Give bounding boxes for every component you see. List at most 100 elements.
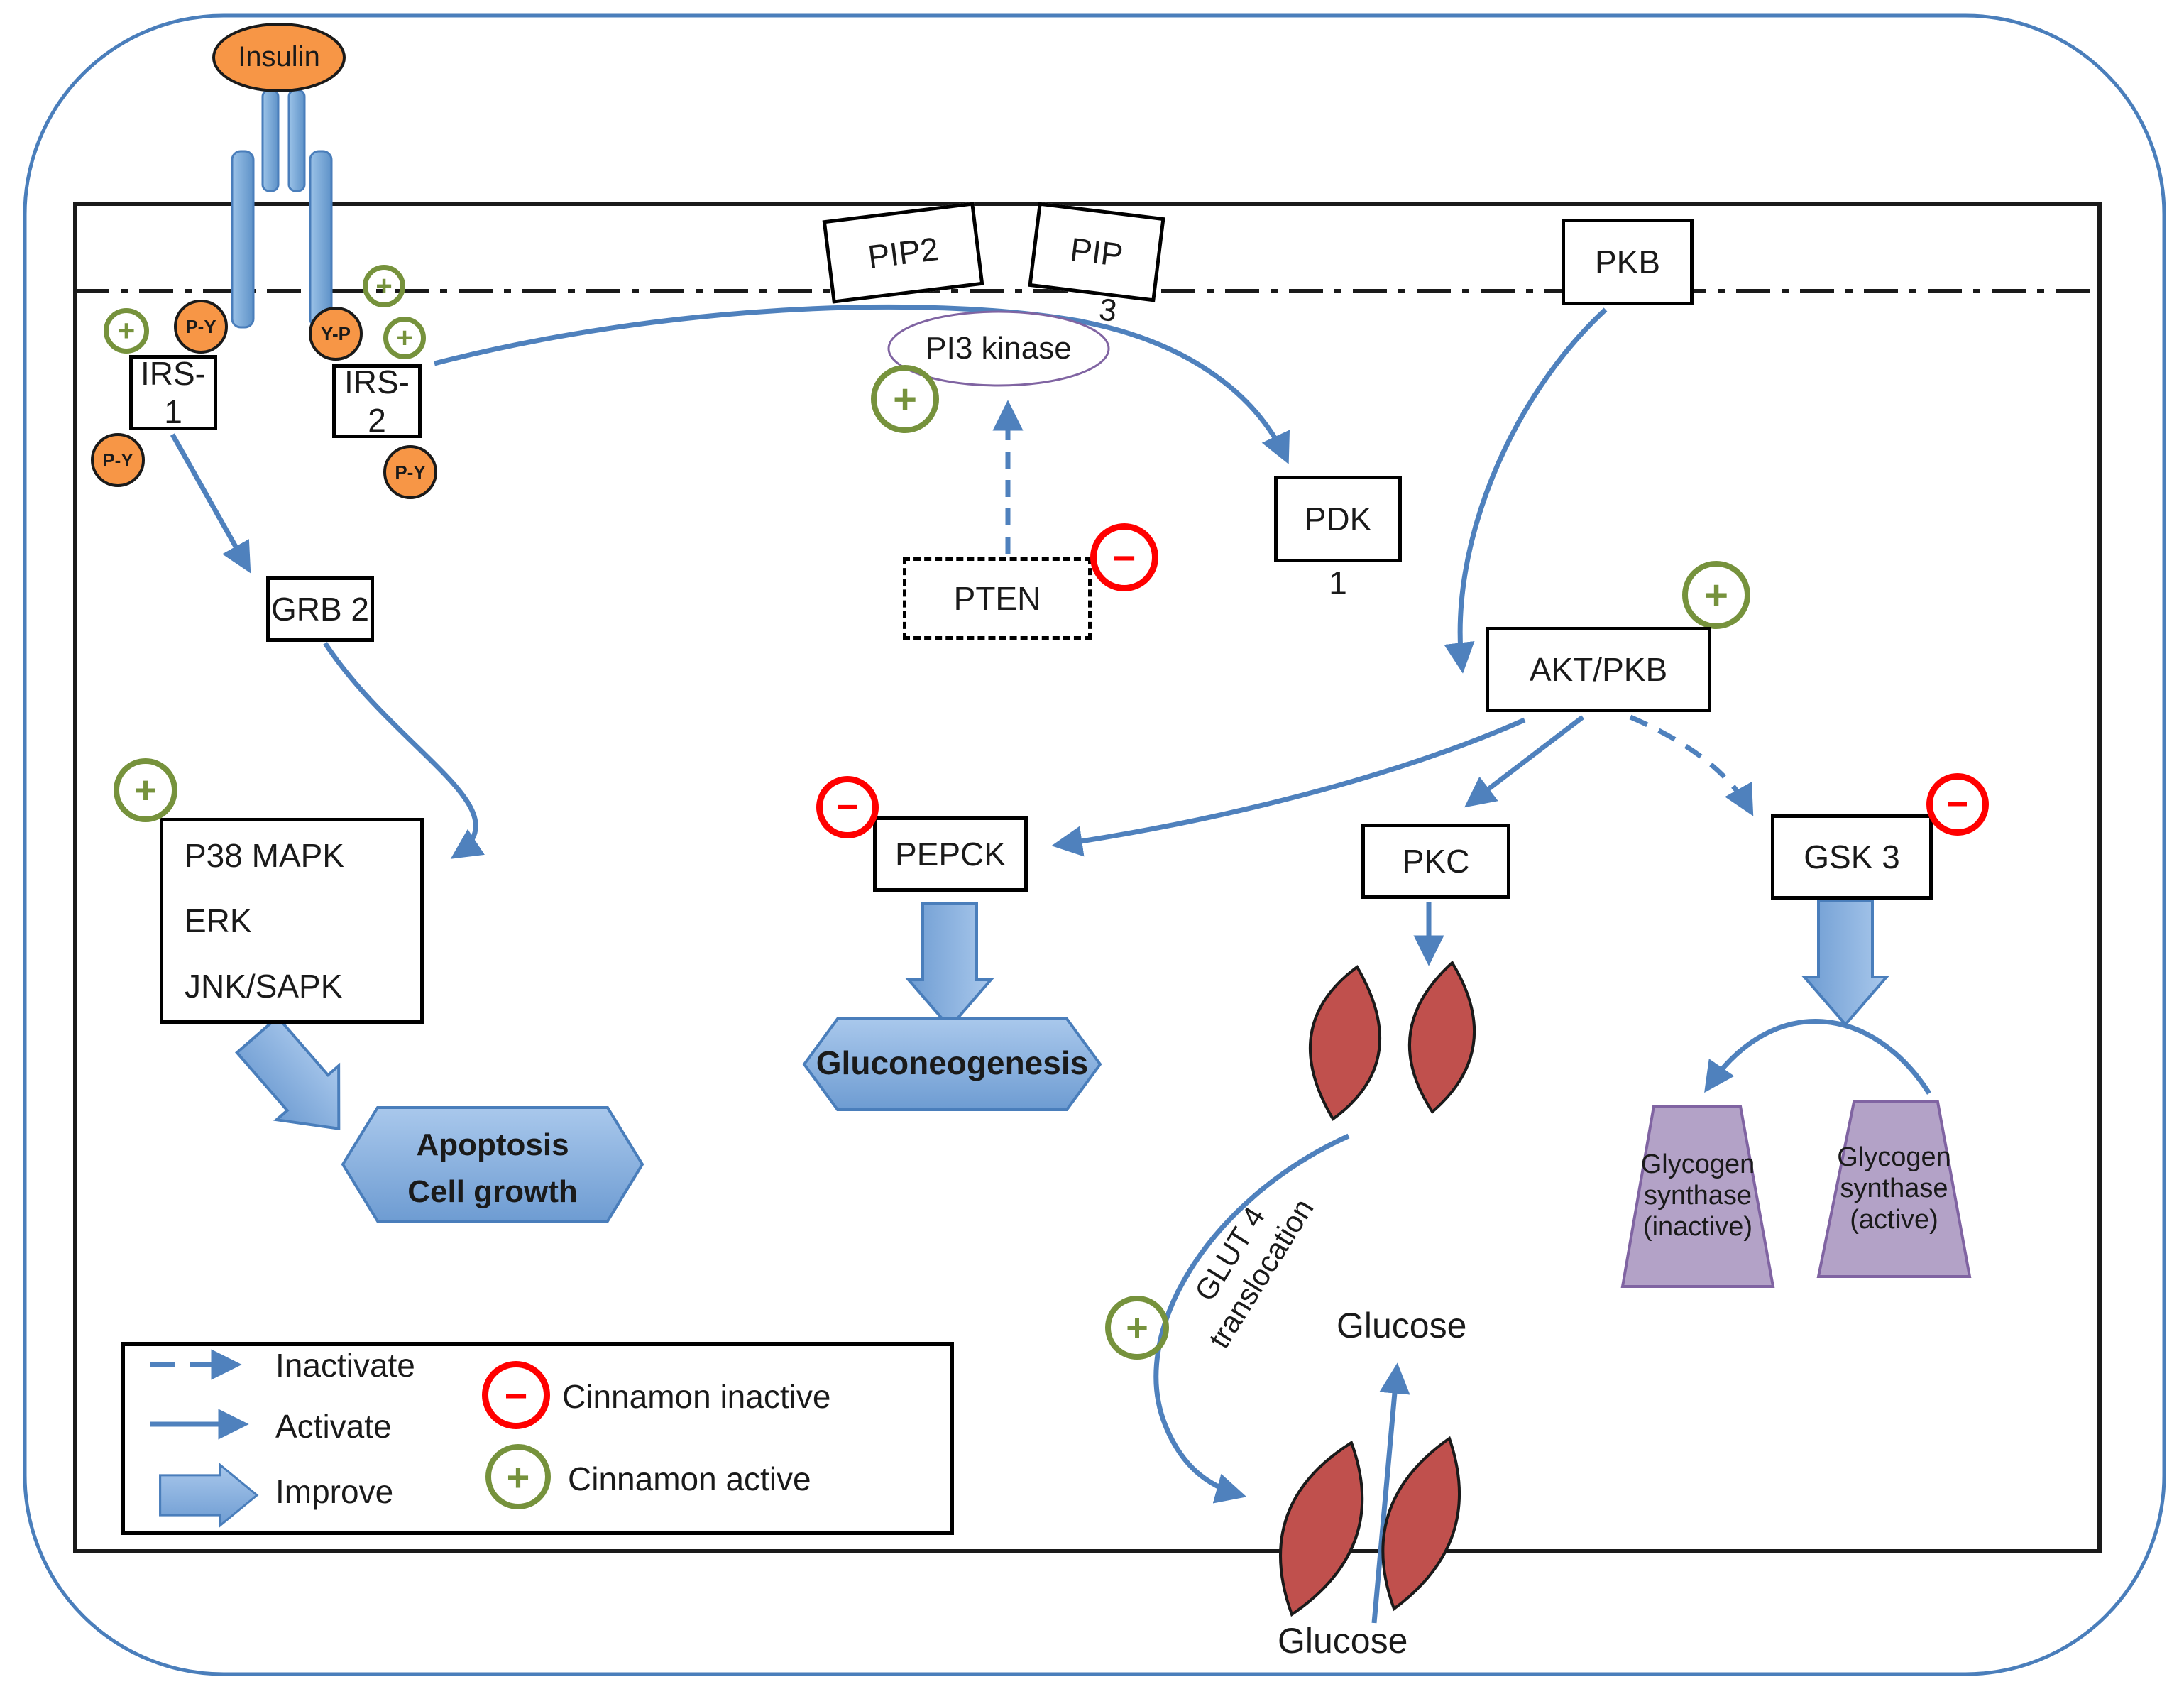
glycogen-synthase-inactive-shape	[1620, 1105, 1775, 1288]
py2-label: P-Y	[102, 449, 133, 471]
cinnamon-plus-icon-irs2: +	[383, 317, 426, 359]
receptor-beta-bar-right	[309, 150, 333, 329]
node-irs1: IRS-1	[129, 355, 217, 430]
plus-glyph: +	[1126, 1306, 1148, 1349]
phospho-yp-circle: Y-P	[309, 307, 363, 361]
apoptosis-banner	[341, 1106, 644, 1223]
node-irs1-label: IRS-1	[141, 355, 206, 430]
node-akt-pkb: AKT/PKB	[1486, 627, 1711, 712]
node-pip3: PIP 3	[1028, 202, 1165, 329]
plus-glyph: +	[134, 769, 157, 812]
phospho-py-circle-3: P-Y	[383, 445, 437, 499]
arrow-grb2-p38	[323, 642, 485, 859]
glycogen-synthase-active-label: Glycogen synthase (active)	[1818, 1142, 1970, 1235]
node-akt-label: AKT/PKB	[1529, 651, 1668, 688]
node-pepck-label: PEPCK	[895, 836, 1006, 873]
node-grb2: GRB 2	[266, 576, 374, 642]
phospho-py-circle-2: P-Y	[91, 433, 145, 487]
node-pkb-label: PKB	[1594, 244, 1661, 280]
plus-glyph: +	[893, 376, 917, 422]
gluconeogenesis-banner	[802, 1017, 1102, 1111]
glyc-inactive-line3: (inactive)	[1642, 1212, 1753, 1242]
glut4-vesicle-leaf-upper-left	[1308, 965, 1382, 1121]
node-irs2-label: IRS-2	[344, 364, 410, 439]
cinnamon-plus-icon-p38: +	[114, 758, 177, 822]
glut4-membrane-leaf-lower-right	[1381, 1436, 1461, 1612]
pi3-kinase-ellipse	[887, 310, 1110, 387]
cinnamon-plus-icon-glut4: +	[1105, 1296, 1169, 1360]
insulin-label: Insulin	[238, 41, 320, 72]
node-pten: PTEN	[903, 557, 1092, 640]
glyc-active-line2: synthase	[1840, 1174, 1948, 1203]
py1-label: P-Y	[185, 315, 216, 337]
arrow-glucose-in	[1371, 1362, 1410, 1624]
node-grb2-label: GRB 2	[270, 591, 370, 628]
minus-glyph: −	[1946, 784, 1969, 825]
cinnamon-plus-icon-irs1: +	[104, 308, 149, 354]
node-gsk3: GSK 3	[1771, 814, 1933, 900]
receptor-alpha-bar-right	[287, 89, 306, 192]
plus-glyph: +	[506, 1454, 530, 1499]
node-pdk-label: PDK	[1304, 501, 1372, 537]
p38-label-line1: P38 MAPK	[185, 837, 344, 874]
plus-glyph: +	[375, 270, 393, 302]
cinnamon-minus-icon-gsk3: −	[1926, 773, 1989, 836]
legend-cinnamon-active-label: Cinnamon active	[568, 1460, 811, 1497]
node-pdk1: PDK	[1274, 476, 1402, 562]
legend-cinnamon-active-icon: +	[485, 1444, 551, 1509]
arrow-akt-pkc	[1464, 715, 1585, 808]
phospho-py-circle-1: P-Y	[174, 300, 228, 354]
node-p38-mapk-group: P38 MAPK ERK JNK/SAPK	[160, 818, 424, 1024]
minus-glyph: −	[836, 787, 859, 828]
node-pten-label: PTEN	[953, 580, 1041, 617]
arrow-akt-gsk3-dashed	[1629, 714, 1754, 816]
glucose-lower-label: Glucose	[1278, 1621, 1408, 1661]
cinnamon-plus-icon-membrane: +	[363, 265, 405, 307]
glucose-upper-label: Glucose	[1337, 1306, 1467, 1345]
pdk-sub-label: 1	[1329, 564, 1347, 601]
apoptosis-line2: Cell growth	[407, 1174, 578, 1209]
receptor-alpha-bar-left	[261, 89, 280, 192]
legend-improve-arrow	[159, 1462, 259, 1529]
glut4-membrane-leaf-lower-left	[1279, 1440, 1364, 1617]
node-pip2-label: PIP2	[865, 230, 941, 275]
cinnamon-minus-icon-pepck: −	[816, 776, 879, 838]
glycogen-synthase-active-shape	[1816, 1100, 1972, 1278]
node-pdk1-subscript: 1	[1274, 564, 1402, 602]
legend-cinnamon-inactive-label: Cinnamon inactive	[562, 1378, 831, 1415]
cinnamon-plus-icon-akt: +	[1682, 561, 1750, 629]
node-gsk3-label: GSK 3	[1804, 838, 1900, 875]
insulin-ellipse	[212, 23, 346, 92]
pi3-kinase-label: PI3 kinase	[926, 331, 1072, 366]
apoptosis-line1: Apoptosis	[416, 1127, 569, 1162]
glyc-inactive-line2: synthase	[1643, 1181, 1752, 1211]
arrow-pkb-akt	[1444, 307, 1608, 674]
p38-label-line2: ERK	[185, 902, 252, 939]
py3-label: P-Y	[395, 461, 426, 483]
node-pkc: PKC	[1361, 824, 1510, 899]
node-pkb: PKB	[1562, 219, 1694, 305]
apoptosis-label: Apoptosis Cell growth	[343, 1122, 642, 1215]
arrow-glut4-translocation	[1153, 1133, 1350, 1504]
arrow-glycogen-switch	[1704, 1019, 1931, 1095]
node-pip-label: PIP	[1068, 230, 1125, 274]
legend-improve-label: Improve	[275, 1473, 394, 1510]
cinnamon-minus-icon-pten: −	[1090, 523, 1158, 591]
gluconeogenesis-label: Gluconeogenesis	[816, 1044, 1089, 1081]
glyc-active-line3: (active)	[1850, 1205, 1938, 1235]
glut4-vesicle-leaf-upper-right	[1407, 960, 1476, 1115]
glyc-inactive-line1: Glycogen	[1640, 1149, 1755, 1179]
legend-box	[121, 1342, 954, 1535]
glycogen-synthase-inactive-label: Glycogen synthase (inactive)	[1623, 1149, 1773, 1242]
cinnamon-plus-icon-pi3k: +	[871, 365, 939, 433]
plus-glyph: +	[1704, 572, 1728, 618]
minus-glyph: −	[1112, 535, 1136, 580]
node-pepck: PEPCK	[873, 816, 1028, 892]
block-arrow-gsk3-glycogen	[1801, 899, 1890, 1027]
glyc-active-line1: Glycogen	[1837, 1142, 1951, 1172]
node-irs2: IRS-2	[332, 364, 422, 439]
block-arrow-p38-apoptosis	[235, 1015, 341, 1131]
legend-cinnamon-inactive-icon: −	[482, 1361, 550, 1429]
receptor-beta-bar-left	[231, 150, 255, 329]
